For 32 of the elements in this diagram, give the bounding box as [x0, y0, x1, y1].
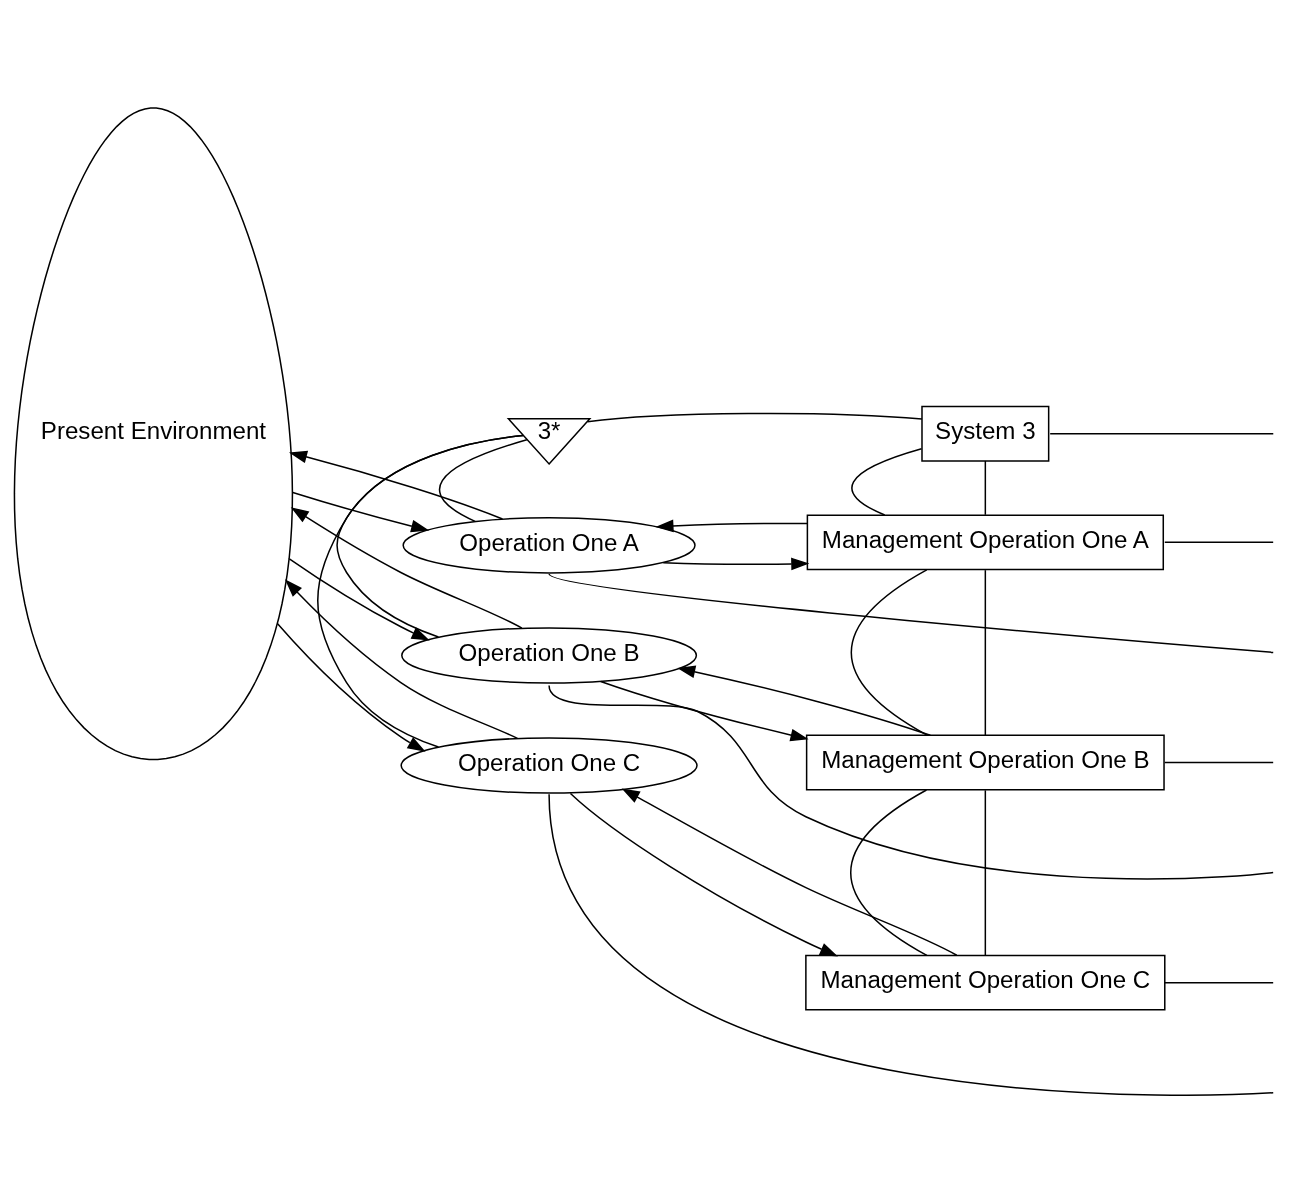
connector — [851, 448, 923, 516]
arrow — [599, 680, 809, 742]
node-box: Management Operation One A — [806, 514, 1165, 571]
node-box: Management Operation One B — [805, 734, 1165, 791]
arrow — [621, 788, 958, 957]
arrow — [662, 557, 810, 571]
connector — [850, 789, 928, 957]
arrow — [290, 507, 523, 629]
arrow — [655, 519, 808, 533]
node-box: System 3 — [921, 405, 1050, 462]
connector — [1164, 541, 1274, 544]
connector — [548, 684, 1274, 880]
arrow — [288, 558, 430, 641]
node-box: Management Operation One C — [805, 954, 1166, 1011]
connector — [438, 439, 528, 523]
connector — [1049, 433, 1275, 435]
connector — [548, 793, 1274, 1096]
arrow — [276, 622, 426, 752]
connector — [1164, 981, 1274, 984]
connector — [317, 434, 524, 748]
connector — [586, 412, 923, 423]
arrow — [677, 665, 932, 737]
arrow — [288, 450, 504, 520]
connector — [850, 569, 928, 736]
connector — [984, 460, 987, 516]
connector — [984, 789, 987, 956]
connector — [548, 573, 1274, 654]
connector — [1164, 761, 1274, 764]
arrow — [292, 491, 430, 533]
connector — [984, 569, 987, 736]
arrow — [569, 792, 838, 957]
arrow — [284, 579, 519, 740]
